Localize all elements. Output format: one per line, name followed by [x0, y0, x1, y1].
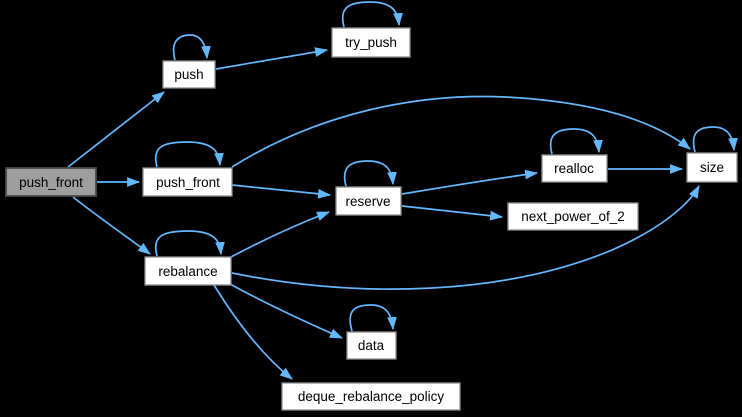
node-size[interactable]: size — [686, 152, 738, 183]
edge-try_push-self-loop — [341, 1, 403, 28]
node-next-power-of-2-label: next_power_of_2 — [521, 209, 625, 224]
node-data-label: data — [358, 338, 385, 353]
edge-reserve-next_power_of_2 — [401, 205, 504, 221]
node-reserve-box — [335, 186, 402, 216]
node-push[interactable]: push — [162, 60, 216, 89]
edge-rebalance-size — [231, 185, 700, 290]
node-size-label: size — [700, 160, 724, 175]
node-next-power-of-2[interactable]: next_power_of_2 — [507, 202, 639, 231]
edge-push_front_root-push — [67, 91, 165, 168]
edge-push-try_push — [215, 47, 329, 70]
edge-reserve-self-loop — [343, 160, 397, 187]
edge-push_front-size — [231, 95, 691, 168]
node-try-push[interactable]: try_push — [331, 27, 411, 58]
node-realloc-box — [541, 154, 608, 183]
node-try-push-label: try_push — [345, 35, 397, 50]
node-rebalance-box — [144, 256, 232, 286]
edge-rebalance-reserve — [230, 211, 331, 258]
edge-layer — [67, 1, 738, 380]
node-layer: push_front push try_push push_front rese… — [5, 27, 738, 411]
edge-push_front_root-rebalance — [72, 196, 151, 255]
node-try-push-box — [331, 27, 411, 58]
node-push-front-root[interactable]: push_front — [5, 167, 97, 197]
node-realloc[interactable]: realloc — [541, 154, 608, 183]
node-deque-rebalance-policy-box — [281, 382, 461, 411]
node-deque-rebalance-policy[interactable]: deque_rebalance_policy — [281, 382, 461, 411]
edge-rebalance-deque_rebalance_policy — [213, 284, 293, 380]
node-data[interactable]: data — [346, 331, 397, 360]
node-push-front-root-box — [5, 167, 97, 197]
edge-rebalance-data — [229, 283, 343, 339]
edge-size-self-loop — [692, 126, 738, 153]
node-next-power-of-2-box — [507, 202, 639, 231]
node-size-box — [686, 152, 738, 183]
node-push-box — [162, 60, 216, 89]
edge-push_front-self-loop — [154, 141, 224, 168]
node-reserve[interactable]: reserve — [335, 186, 402, 216]
node-data-box — [346, 331, 397, 360]
edge-data-self-loop — [349, 304, 397, 332]
node-reserve-label: reserve — [345, 194, 390, 209]
node-push-front-box — [142, 167, 233, 197]
node-push-front-label: push_front — [156, 175, 220, 190]
node-deque-rebalance-policy-label: deque_rebalance_policy — [298, 389, 445, 404]
edge-reserve-realloc — [401, 169, 539, 195]
edge-push_front-reserve — [231, 184, 332, 199]
node-push-front[interactable]: push_front — [142, 167, 233, 197]
node-push-front-root-label: push_front — [19, 175, 83, 190]
node-rebalance[interactable]: rebalance — [144, 256, 232, 286]
edge-realloc-self-loop — [549, 128, 603, 155]
edge-push-self-loop — [172, 34, 211, 61]
node-push-label: push — [174, 67, 203, 82]
node-realloc-label: realloc — [554, 161, 594, 176]
edge-rebalance-self-loop — [154, 230, 225, 257]
node-rebalance-label: rebalance — [158, 264, 217, 279]
